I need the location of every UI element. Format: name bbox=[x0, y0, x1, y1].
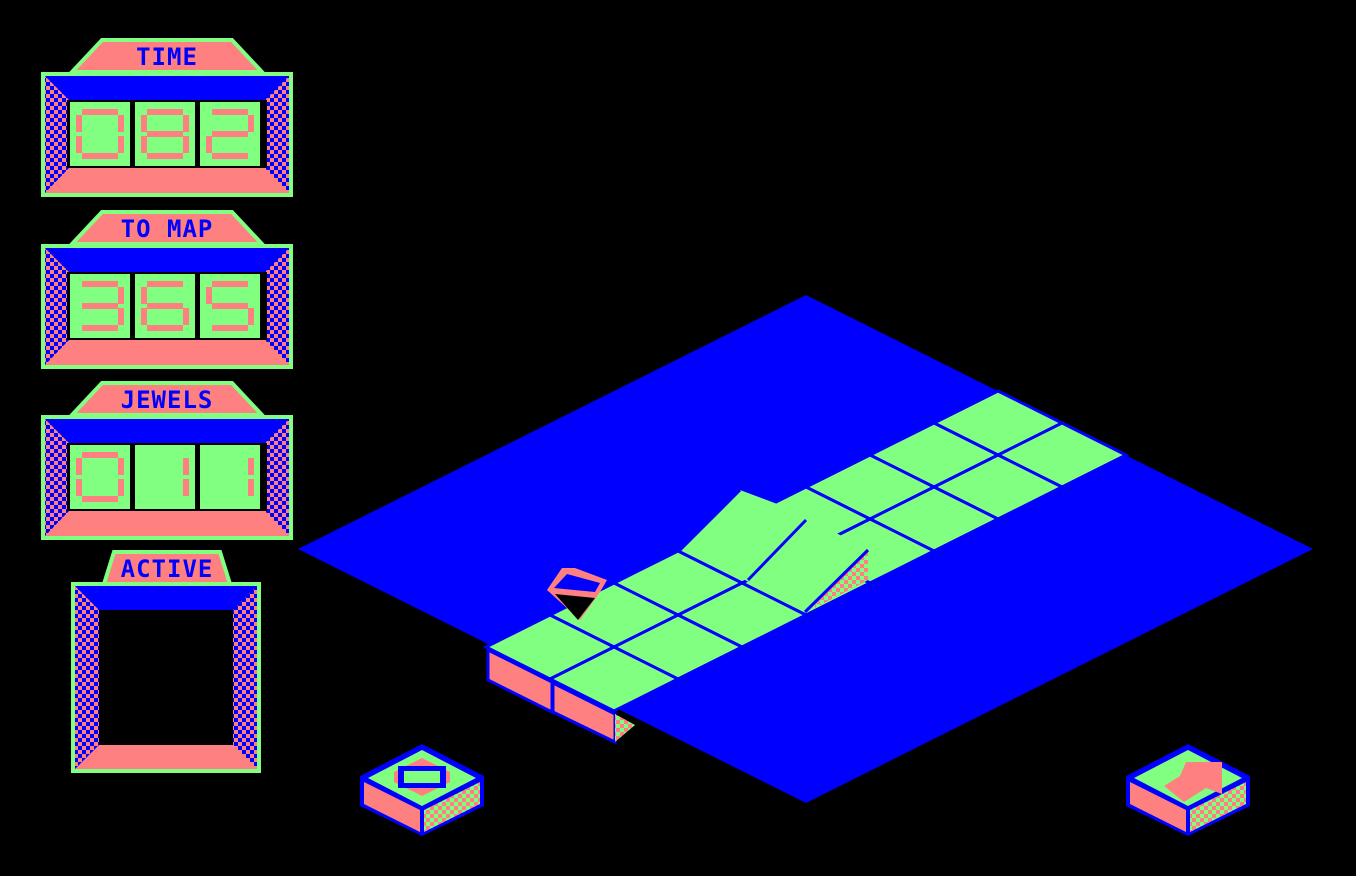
to-map-label: TO MAP bbox=[121, 215, 214, 243]
digit-segment bbox=[82, 325, 118, 331]
digit-segment bbox=[82, 496, 118, 502]
digit-segment bbox=[147, 109, 183, 115]
floor-tile[interactable] bbox=[546, 645, 682, 713]
digit-segment bbox=[141, 136, 147, 153]
map-block-button[interactable] bbox=[358, 742, 488, 842]
map-block-icon bbox=[360, 744, 484, 836]
digit-segment bbox=[248, 115, 254, 132]
digit-segment bbox=[212, 325, 248, 331]
digit-segment bbox=[248, 479, 254, 496]
to-map-panel: TO MAP bbox=[38, 210, 296, 372]
ramp-seam bbox=[746, 518, 808, 582]
digit-segment bbox=[118, 308, 124, 325]
active-label: ACTIVE bbox=[121, 555, 214, 583]
active-item-slot bbox=[99, 610, 233, 745]
jewels-label: JEWELS bbox=[121, 386, 214, 414]
time-panel: TIME bbox=[38, 38, 296, 200]
digit-segment bbox=[76, 115, 82, 132]
digit-segment bbox=[82, 281, 118, 287]
digit-segment bbox=[118, 115, 124, 132]
digit-segment bbox=[212, 281, 248, 287]
digit-segment bbox=[76, 458, 82, 475]
digit-segment bbox=[141, 308, 147, 325]
player-marker[interactable] bbox=[547, 568, 607, 620]
digit-segment bbox=[76, 479, 82, 496]
digit-segment bbox=[206, 136, 212, 153]
digit-segment bbox=[76, 136, 82, 153]
time-digits bbox=[70, 102, 260, 166]
digit-segment bbox=[183, 115, 189, 132]
digit-segment bbox=[147, 131, 183, 137]
digit-segment bbox=[147, 303, 183, 309]
digit-segment bbox=[147, 325, 183, 331]
digit-cell bbox=[200, 445, 260, 509]
digit-segment bbox=[147, 281, 183, 287]
direction-arrow-button[interactable] bbox=[1124, 742, 1254, 842]
ramp-edge-2 bbox=[803, 548, 870, 614]
digit-segment bbox=[82, 452, 118, 458]
digit-segment bbox=[212, 303, 248, 309]
digit-segment bbox=[212, 131, 248, 137]
digit-segment bbox=[118, 479, 124, 496]
digit-segment bbox=[82, 109, 118, 115]
digit-segment bbox=[183, 308, 189, 325]
digit-segment bbox=[183, 458, 189, 475]
digit-segment bbox=[82, 303, 118, 309]
jewels-panel: JEWELS bbox=[38, 381, 296, 543]
digit-segment bbox=[212, 153, 248, 159]
digit-segment bbox=[206, 287, 212, 304]
ramp-edge bbox=[678, 488, 742, 552]
active-panel: ACTIVE bbox=[70, 550, 264, 776]
direction-arrow-icon bbox=[1126, 744, 1250, 836]
digit-segment bbox=[147, 153, 183, 159]
digit-segment bbox=[183, 136, 189, 153]
digit-segment bbox=[183, 479, 189, 496]
digit-cell bbox=[135, 445, 195, 509]
digit-segment bbox=[248, 308, 254, 325]
time-label: TIME bbox=[136, 43, 198, 71]
front-block-corner bbox=[615, 714, 635, 742]
digit-segment bbox=[212, 109, 248, 115]
digit-segment bbox=[82, 153, 118, 159]
to-map-digits bbox=[70, 274, 260, 338]
digit-segment bbox=[141, 115, 147, 132]
digit-segment bbox=[248, 458, 254, 475]
digit-segment bbox=[118, 136, 124, 153]
jewels-digits bbox=[70, 445, 260, 509]
digit-segment bbox=[141, 287, 147, 304]
digit-segment bbox=[118, 458, 124, 475]
digit-segment bbox=[118, 287, 124, 304]
